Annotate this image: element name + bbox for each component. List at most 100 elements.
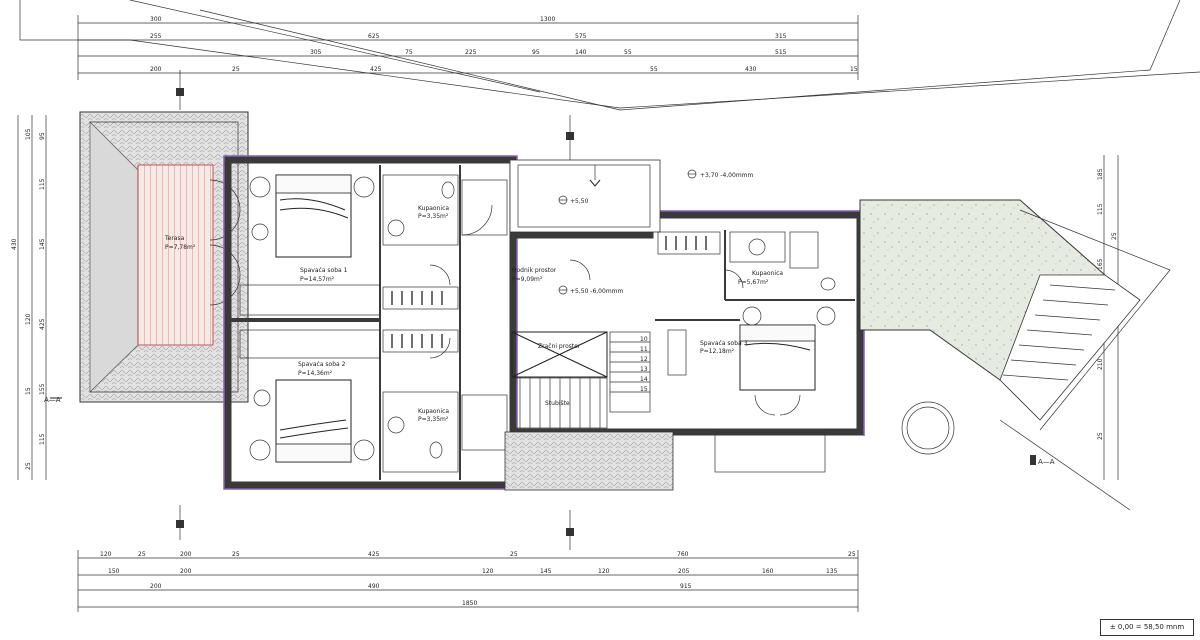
stair: Stubište 10 11 12 13 14 15: [511, 331, 651, 429]
dim-label: 760: [677, 551, 689, 558]
dim-label: 150: [108, 568, 120, 575]
dim-label: 915: [680, 583, 692, 590]
dim-label: 95: [39, 132, 46, 140]
dim-label: 425: [370, 66, 382, 73]
dim-label: 115: [1097, 203, 1104, 215]
stair-step-number: 12: [640, 356, 648, 363]
dim-label: 25: [848, 551, 856, 558]
dim-label: 25: [1097, 432, 1104, 440]
wardrobes: [382, 231, 721, 353]
site-boundary: [19, 0, 1200, 111]
top-dimension-row-4: 200 25 425 55 430 15: [150, 66, 858, 73]
dim-label: 255: [150, 33, 162, 40]
dim-label: 225: [465, 49, 477, 56]
room-name: Kupaonica: [752, 270, 783, 277]
scale-reference-box: ± 0,00 = 58,50 mnm: [1100, 619, 1194, 636]
dim-label: 95: [532, 49, 540, 56]
room-area: P=3,35m²: [418, 416, 449, 423]
dim-label: 25: [25, 462, 32, 470]
dim-label: 315: [775, 33, 787, 40]
dim-label: 155: [39, 383, 46, 395]
dim-label: 185: [1097, 168, 1104, 180]
dim-label: 210: [1097, 358, 1104, 370]
dim-label: 305: [310, 49, 322, 56]
bottom-dimension-row-3: 200 490 915: [150, 583, 692, 590]
dim-label: 120: [598, 568, 610, 575]
dim-label: 120: [25, 313, 32, 325]
room-name: Kupaonica: [418, 205, 449, 212]
bedroom-2: Spavaća soba 2 P=14,36m²: [239, 329, 381, 463]
level-label: +5,50 -6,00mmm: [570, 288, 624, 295]
dim-label: 25: [138, 551, 146, 558]
dim-label: 75: [405, 49, 413, 56]
room-area: P=3,35m²: [418, 213, 449, 220]
left-dimension-labels: 105 95 115 430 145 120 425 15 155 115 25: [11, 128, 46, 470]
bedroom-1: Spavaća soba 1 P=14,57m²: [239, 174, 381, 316]
level-label: +5,50: [570, 198, 589, 205]
dim-label: 15: [25, 387, 32, 395]
dim-label: 200: [150, 66, 162, 73]
dim-label: 205: [678, 568, 690, 575]
dim-label: 575: [575, 33, 587, 40]
room-area: P=5,67m²: [738, 279, 769, 286]
dim-label: 135: [826, 568, 838, 575]
dim-label: 300: [150, 16, 162, 23]
dim-label: 200: [150, 583, 162, 590]
room-name: Spavaća soba 2: [298, 361, 346, 368]
garden-terrace: [859, 199, 1171, 511]
dim-label: 425: [39, 318, 46, 330]
bedroom-3: Spavaća soba 3 P=12,18m²: [667, 306, 836, 473]
dim-label: 115: [39, 178, 46, 190]
room-name: Zračni prostor: [538, 343, 581, 350]
dim-label: 430: [11, 238, 18, 250]
dim-label: 25: [232, 66, 240, 73]
dim-label: 1850: [462, 600, 477, 607]
bottom-dimension-row-1: 120 25 200 25 425 25 760 25: [100, 551, 856, 558]
room-area: P=12,18m²: [700, 348, 735, 355]
stair-step-number: 11: [640, 346, 648, 353]
dim-label: 25: [232, 551, 240, 558]
bathroom-2: Kupaonica P=3,35m²: [382, 391, 508, 473]
dim-label: 515: [775, 49, 787, 56]
section-label: A—A: [44, 396, 61, 404]
bathroom-3: Kupaonica P=5,67m²: [724, 231, 836, 291]
scale-label: ± 0,00 = 58,50 mnm: [1109, 623, 1185, 631]
dim-label: 200: [180, 568, 192, 575]
level-label: +3,70 -4,00mmm: [700, 172, 754, 179]
dim-label: 145: [39, 238, 46, 250]
dim-label: 115: [39, 433, 46, 445]
dim-label: 120: [100, 551, 112, 558]
dim-label: 200: [180, 551, 192, 558]
room-name: Terasa: [164, 235, 185, 242]
upper-balcony: [509, 159, 661, 233]
top-dimension-row-1: 300 1300: [150, 16, 555, 23]
room-area: P=14,36m²: [298, 370, 333, 377]
hall: Hodnik prostor P=9,09m²: [429, 259, 591, 359]
level-markers: +5,50 +3,70 -4,00mmm +5,50 -6,00mmm: [558, 169, 754, 295]
left-dimension-lines: [17, 115, 47, 480]
dim-label: 25: [510, 551, 518, 558]
top-dimension-row-2: 255 625 575 315: [150, 33, 787, 40]
room-name: Spavaća soba 1: [300, 267, 348, 274]
room-name: Kupaonica: [418, 408, 449, 415]
dim-label: 160: [762, 568, 774, 575]
section-label: A—A: [1038, 458, 1055, 466]
room-name: Spavaća soba 3: [700, 340, 748, 347]
stair-step-number: 14: [640, 376, 648, 383]
dim-label: 145: [540, 568, 552, 575]
stair-void: Zračni prostor: [511, 331, 608, 378]
bottom-dimension-row-4: 1850: [462, 600, 477, 607]
dim-label: 425: [368, 551, 380, 558]
dim-label: 1300: [540, 16, 555, 23]
dim-label: 15: [850, 66, 858, 73]
bathroom-1: Kupaonica P=3,35m²: [382, 174, 508, 246]
stair-step-number: 13: [640, 366, 648, 373]
room-area: P=9,09m²: [512, 276, 543, 283]
lower-paving: [504, 431, 674, 491]
dim-label: 55: [624, 49, 632, 56]
section-markers: A—A A—A: [44, 70, 1055, 550]
room-name: Stubište: [545, 400, 570, 407]
dim-label: 140: [575, 49, 587, 56]
room-area: P=14,57m²: [300, 276, 335, 283]
